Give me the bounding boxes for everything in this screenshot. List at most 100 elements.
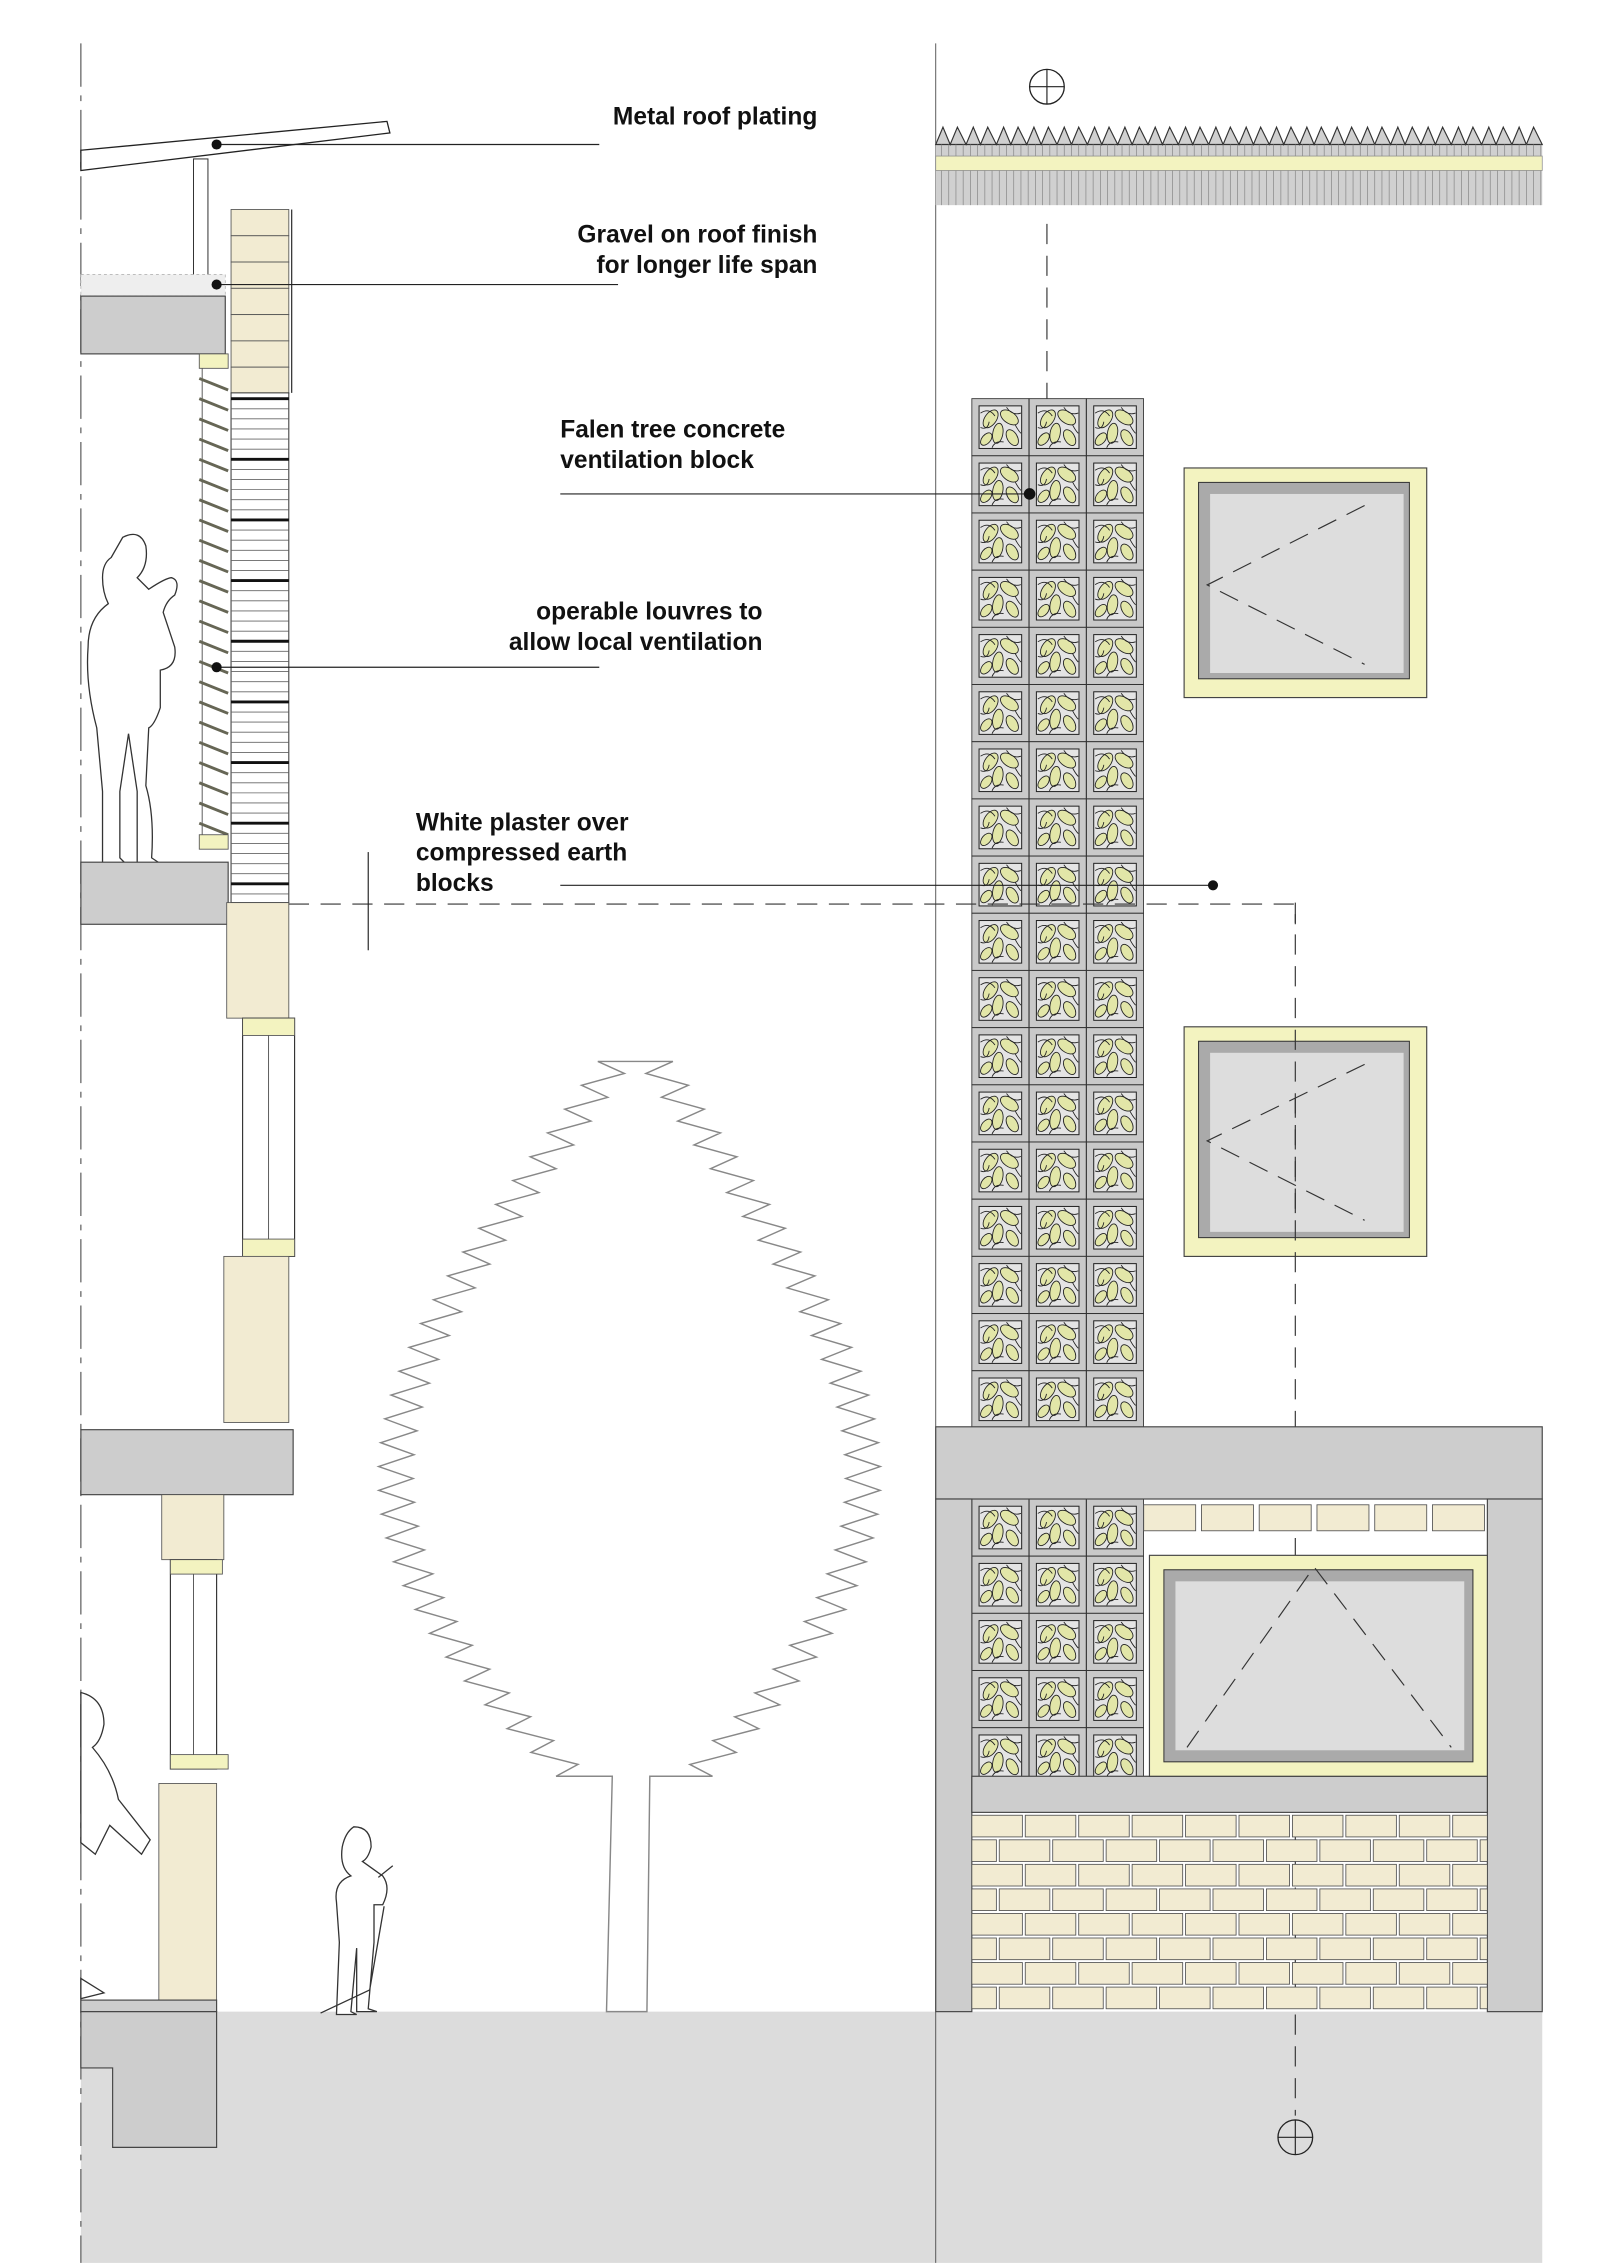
ventilation-block xyxy=(1028,1141,1087,1200)
earth-block xyxy=(230,314,290,342)
ventilation-block xyxy=(1028,626,1087,685)
ventilation-block xyxy=(1085,455,1145,514)
earth-block xyxy=(1024,1962,1077,1985)
earth-block xyxy=(1078,1962,1130,1985)
louvre-blade xyxy=(198,761,229,776)
window-2-sill xyxy=(169,1754,229,1770)
earth-block xyxy=(971,1888,997,1911)
person-icon xyxy=(86,533,178,865)
ventilation-block xyxy=(1085,1027,1145,1086)
earth-block xyxy=(1479,1937,1488,1961)
earth-block xyxy=(1052,1986,1104,2010)
ventilation-block xyxy=(1085,741,1145,800)
ventilation-block xyxy=(1028,969,1087,1029)
earth-block xyxy=(1479,1839,1488,1862)
earth-block xyxy=(1131,1962,1184,1985)
ventilation-block xyxy=(1085,969,1145,1029)
earth-block xyxy=(1078,1814,1130,1838)
earth-block xyxy=(1159,1888,1211,1911)
earth-block xyxy=(230,235,290,263)
ventilation-block xyxy=(1028,1027,1087,1086)
floor-slab-2 xyxy=(80,1429,294,1496)
ventilation-block xyxy=(1028,512,1087,571)
pier-right xyxy=(1486,1498,1543,2013)
earth-block xyxy=(1185,1913,1237,1936)
ventilation-block xyxy=(1085,1670,1145,1729)
earth-block xyxy=(1452,1814,1488,1838)
vent-block-column-upper xyxy=(971,398,1145,1429)
earth-block xyxy=(971,1814,1023,1838)
ventilation-block xyxy=(971,455,1030,514)
earth-block xyxy=(1452,1913,1488,1936)
earth-block xyxy=(1265,1839,1318,1862)
louvre-wall xyxy=(230,392,290,904)
parapet-earth-blocks xyxy=(230,209,293,394)
ventilation-block xyxy=(971,512,1030,571)
earth-block xyxy=(1238,1863,1290,1887)
earth-block-strip xyxy=(1143,1504,1485,1532)
louvre-blade xyxy=(198,781,229,796)
ventilation-block xyxy=(1028,1084,1087,1143)
window-base xyxy=(971,1775,1488,1813)
earth-block xyxy=(998,1888,1051,1911)
louvre-blade xyxy=(198,700,229,715)
ventilation-block xyxy=(971,684,1030,743)
ground xyxy=(80,2011,1543,2263)
window-head xyxy=(198,353,229,369)
louvre-blade xyxy=(198,478,229,493)
window-elevation-2 xyxy=(1183,1026,1428,1257)
grid-marker-top-cross xyxy=(1029,69,1065,105)
earth-block xyxy=(1372,1888,1425,1911)
ventilation-block xyxy=(1085,1498,1145,1557)
roof-slab xyxy=(80,295,226,355)
earth-block xyxy=(971,1986,997,2010)
ventilation-block xyxy=(1085,1612,1145,1671)
ventilation-block xyxy=(971,1313,1030,1372)
earth-block xyxy=(1319,1888,1371,1911)
earth-block xyxy=(1426,1986,1478,2010)
ventilation-block xyxy=(1085,1370,1145,1429)
louvre-blade xyxy=(198,437,229,452)
ventilation-block xyxy=(1028,1498,1087,1557)
earth-block xyxy=(1212,1839,1264,1862)
earth-block xyxy=(1398,1814,1451,1838)
ventilation-block xyxy=(971,912,1030,971)
earth-block xyxy=(1185,1814,1237,1838)
ventilation-block xyxy=(1085,1084,1145,1143)
grid-marker-bottom-cross xyxy=(1277,2119,1313,2155)
earth-block xyxy=(1185,1962,1237,1985)
earth-block xyxy=(1159,1839,1211,1862)
earth-block xyxy=(1078,1863,1130,1887)
ventilation-block xyxy=(1085,512,1145,571)
ventilation-block xyxy=(971,1555,1030,1614)
earth-block xyxy=(1238,1913,1290,1936)
earth-block xyxy=(1258,1504,1312,1532)
ventilation-block xyxy=(971,969,1030,1029)
earth-block xyxy=(1024,1814,1077,1838)
earth-block xyxy=(998,1986,1051,2010)
ventilation-block xyxy=(1085,684,1145,743)
earth-block xyxy=(971,1863,1023,1887)
earth-block xyxy=(1345,1863,1397,1887)
earth-block xyxy=(1426,1888,1478,1911)
earth-block xyxy=(1319,1937,1371,1961)
ventilation-block xyxy=(1085,398,1145,457)
earth-block xyxy=(1398,1962,1451,1985)
earth-block xyxy=(1372,1839,1425,1862)
louvre-blade xyxy=(198,599,229,614)
ventilation-block xyxy=(1028,1255,1087,1314)
earth-block xyxy=(1291,1863,1344,1887)
louvre-blade xyxy=(198,639,229,655)
window-2-head xyxy=(169,1559,223,1575)
corrugated-roof-elevation xyxy=(934,125,1544,206)
ventilation-block xyxy=(971,398,1030,457)
tree-icon xyxy=(376,1060,883,2013)
earth-block xyxy=(1345,1814,1397,1838)
ventilation-block xyxy=(1028,398,1087,457)
earth-block xyxy=(1212,1937,1264,1961)
ventilation-block xyxy=(1028,1370,1087,1429)
ventilation-block xyxy=(1028,1612,1087,1671)
ventilation-block xyxy=(971,798,1030,857)
